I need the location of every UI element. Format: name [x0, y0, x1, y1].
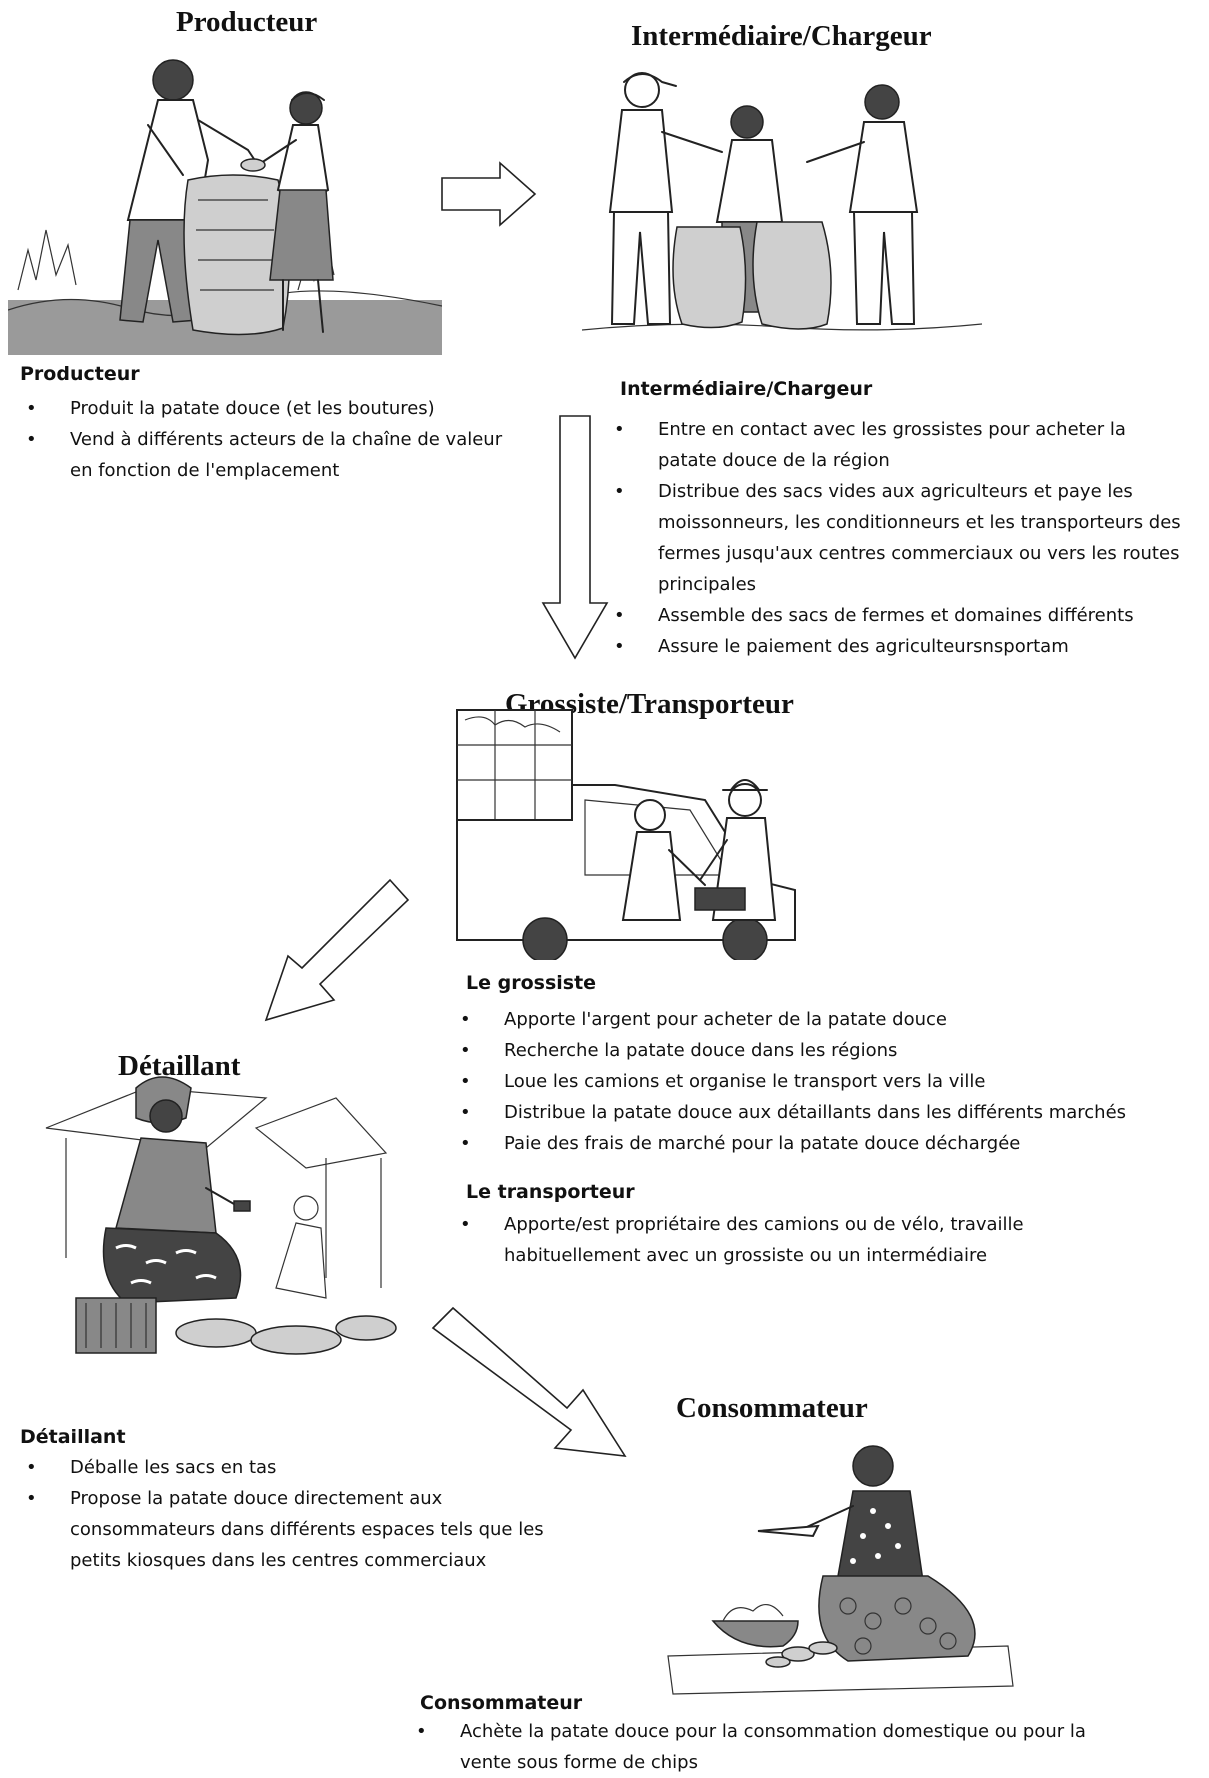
title-detaillant: Détaillant [118, 1050, 241, 1082]
transporteur-heading: Le transporteur [466, 1181, 635, 1203]
arrow-to-detaillant [264, 878, 410, 1022]
consommateur-heading: Consommateur [420, 1692, 583, 1714]
consommateur-list: Achète la patate douce pour la consommat… [410, 1716, 1180, 1778]
transporteur-list: Apporte/est propriétaire des camions ou … [454, 1209, 1156, 1271]
title-intermediaire: Intermédiaire/Chargeur [631, 20, 932, 52]
consommateur-illustration [667, 1445, 1014, 1695]
list-item: Vend à différents acteurs de la chaîne d… [20, 424, 530, 486]
list-item: Achète la patate douce pour la consommat… [410, 1716, 1180, 1778]
detaillant-list: Déballe les sacs en tas Propose la patat… [20, 1452, 560, 1576]
list-item: Apporte l'argent pour acheter de la pata… [454, 1004, 1156, 1035]
producteur-block: Producteur Produit la patate douce (et l… [20, 363, 530, 486]
list-item: Distribue des sacs vides aux agriculteur… [608, 476, 1190, 600]
detaillant-block: Détaillant Déballe les sacs en tas Propo… [20, 1426, 560, 1576]
list-item: Propose la patate douce directement aux … [20, 1483, 560, 1576]
list-item: Apporte/est propriétaire des camions ou … [454, 1209, 1156, 1271]
list-item: Loue les camions et organise le transpor… [454, 1066, 1156, 1097]
arrow-down-to-grossiste [541, 415, 609, 660]
title-producteur: Producteur [176, 6, 318, 38]
grossiste-list: Apporte l'argent pour acheter de la pata… [454, 1004, 1156, 1159]
list-item: Assure le paiement des agriculteursnspor… [608, 631, 1190, 662]
grossiste-illustration [456, 709, 796, 960]
intermediaire-block: Intermédiaire/Chargeur Entre en contact … [614, 378, 1190, 662]
consommateur-block: Consommateur Achète la patate douce pour… [416, 1692, 1180, 1778]
producteur-heading: Producteur [20, 363, 140, 385]
intermediaire-illustration [582, 72, 982, 331]
list-item: Distribue la patate douce aux détaillant… [454, 1097, 1156, 1128]
producteur-list: Produit la patate douce (et les boutures… [20, 393, 530, 486]
list-item: Déballe les sacs en tas [20, 1452, 560, 1483]
arrow-producteur-to-intermediaire [441, 161, 537, 227]
title-consommateur: Consommateur [676, 1392, 868, 1424]
list-item: Paie des frais de marché pour la patate … [454, 1128, 1156, 1159]
detaillant-illustration [45, 1076, 397, 1355]
list-item: Assemble des sacs de fermes et domaines … [608, 600, 1190, 631]
list-item: Recherche la patate douce dans les régio… [454, 1035, 1156, 1066]
detaillant-heading: Détaillant [20, 1426, 126, 1448]
list-item: Produit la patate douce (et les boutures… [20, 393, 530, 424]
grossiste-heading: Le grossiste [466, 972, 597, 994]
list-item: Entre en contact avec les grossistes pou… [608, 414, 1190, 476]
arrow-to-consommateur [431, 1306, 627, 1457]
grossiste-block: Le grossiste Apporte l'argent pour achet… [460, 972, 1156, 1271]
producteur-illustration [8, 59, 442, 355]
intermediaire-list: Entre en contact avec les grossistes pou… [608, 414, 1190, 662]
intermediaire-heading: Intermédiaire/Chargeur [620, 378, 873, 400]
